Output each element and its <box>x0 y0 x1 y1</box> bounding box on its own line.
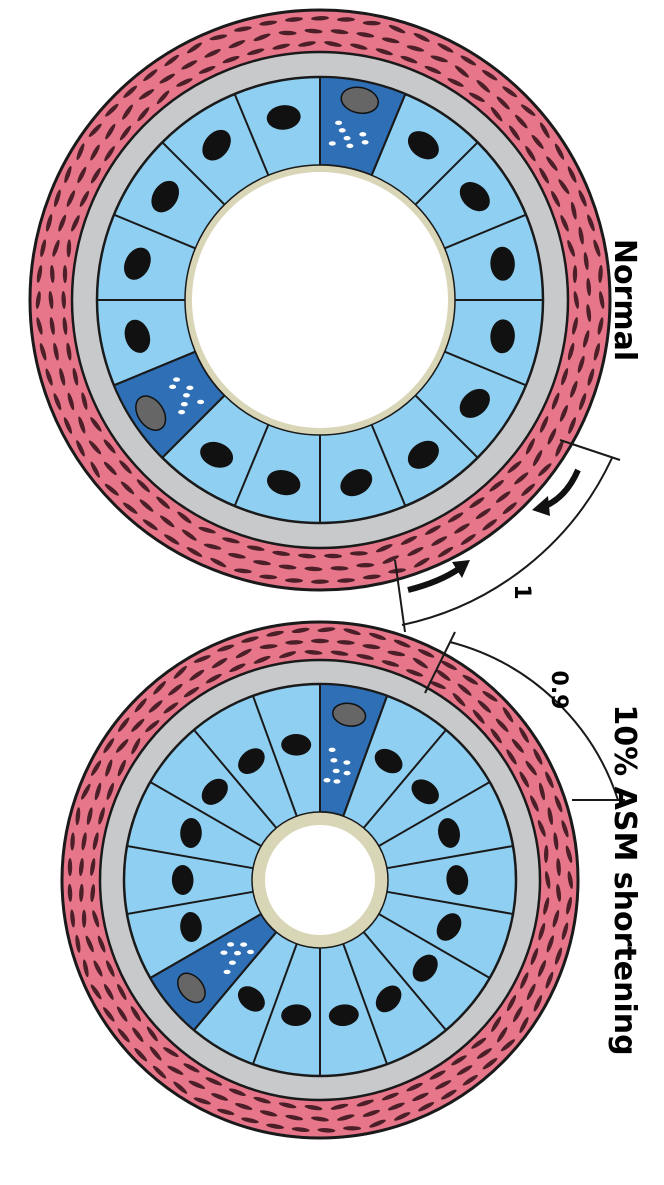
mucus-granule <box>224 970 231 974</box>
muscle-nucleus <box>68 858 72 876</box>
mucus-granule <box>247 950 254 954</box>
length-label-normal: 1 <box>509 584 534 599</box>
mucus-granule <box>169 385 176 389</box>
mucus-granule <box>229 961 236 965</box>
mucus-granule <box>362 140 369 144</box>
mucus-granule <box>183 393 190 397</box>
mucus-granule <box>178 410 185 414</box>
mucus-granule <box>346 144 353 148</box>
length-label-shortened: 0.9 <box>546 671 571 710</box>
mucus-granule <box>333 769 340 773</box>
mucus-granule <box>234 951 241 955</box>
mucus-granule <box>240 942 247 946</box>
mucus-granule <box>186 386 193 390</box>
mucus-granule <box>220 951 227 955</box>
mucus-granule <box>343 760 350 764</box>
airway-normal <box>30 10 610 590</box>
mucus-granule <box>329 748 336 752</box>
label-normal: Normal <box>607 239 642 361</box>
mucus-granule <box>344 771 351 775</box>
mucus-granule <box>173 377 180 381</box>
mucus-granule <box>344 136 351 140</box>
mucus-granule <box>197 400 204 404</box>
mucus-granule <box>181 402 188 406</box>
label-asm-shortening: 10% ASM shortening <box>607 704 642 1055</box>
airway-lumen <box>265 825 375 935</box>
mucus-granule <box>335 121 342 125</box>
mucus-granule <box>227 942 234 946</box>
mucus-granule <box>333 779 340 783</box>
mucus-granule <box>323 778 330 782</box>
airway-shortened <box>62 622 578 1138</box>
mucus-granule <box>339 128 346 132</box>
mucus-granule <box>329 141 336 145</box>
mucus-granule <box>330 758 337 762</box>
mucus-granule <box>359 132 366 136</box>
airway-lumen <box>192 172 448 428</box>
